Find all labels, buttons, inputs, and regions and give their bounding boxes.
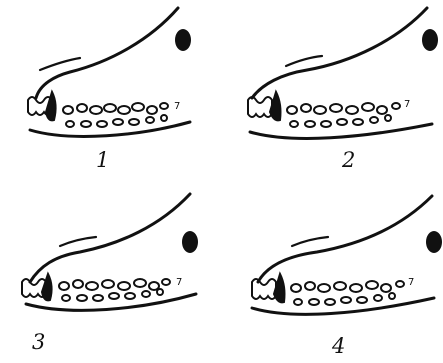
panel-label: 4 [332, 336, 345, 357]
panel-label: 1 [96, 150, 109, 171]
nose-icon [422, 29, 438, 51]
dog-muzzle-drawing-2 [222, 0, 442, 180]
panel-label: 3 [32, 332, 45, 353]
nose-icon [175, 29, 191, 51]
tooth-number-label: 7 [408, 278, 414, 288]
tooth-number-label: 7 [176, 278, 182, 288]
nose-icon [426, 231, 442, 253]
tooth-number-label: 7 [404, 100, 410, 110]
panel-4: 7 4 [222, 182, 442, 362]
panel-3: 7 3 [0, 182, 220, 362]
panel-2: 7 2 [222, 0, 442, 180]
panel-1: 7 1 [0, 0, 220, 180]
tooth-number-label: 7 [174, 102, 180, 112]
dog-muzzle-drawing-1 [0, 0, 220, 180]
panel-label: 2 [342, 150, 355, 171]
nose-icon [182, 231, 198, 253]
